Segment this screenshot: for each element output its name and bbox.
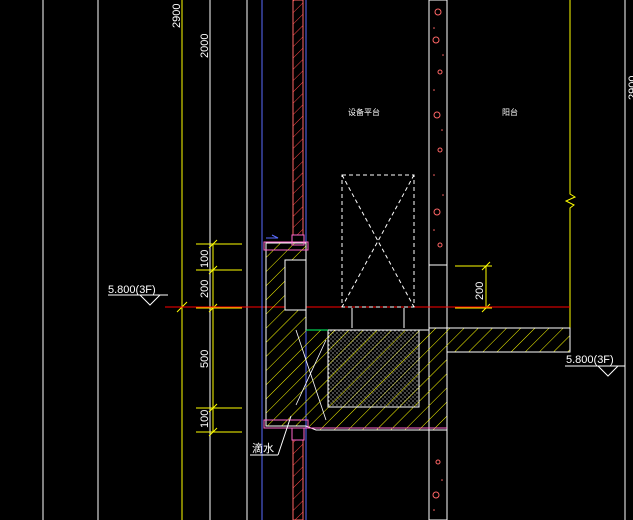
dim-2000: 2000 bbox=[199, 34, 211, 58]
brick-wall-lower bbox=[292, 439, 304, 520]
dim-200: 200 bbox=[199, 280, 211, 298]
right-column bbox=[428, 0, 448, 266]
dim-2900-left: 2900 bbox=[171, 4, 183, 28]
dim-100-top: 100 bbox=[199, 250, 211, 268]
level-label-right: 5.800(3F) bbox=[566, 354, 614, 366]
break-mark bbox=[564, 190, 577, 212]
equipment-unit bbox=[341, 174, 415, 308]
dim-100-bottom: 100 bbox=[199, 410, 211, 428]
column-aggregate bbox=[432, 8, 443, 499]
outline-lines bbox=[42, 0, 626, 520]
infill-block bbox=[327, 329, 420, 408]
brick-wall-upper bbox=[292, 0, 304, 236]
dim-200-right: 200 bbox=[474, 282, 486, 300]
level-label-left: 5.800(3F) bbox=[108, 284, 156, 296]
arrow-mark bbox=[266, 234, 279, 239]
rebar-lines bbox=[295, 329, 327, 421]
level-marker-right: 5.800(3F) bbox=[565, 354, 625, 377]
room-label-equipment-platform: 设备平台 bbox=[348, 107, 380, 117]
left-dimension-chain bbox=[176, 0, 242, 520]
finish-outlines bbox=[263, 234, 447, 441]
concrete-inner-void bbox=[284, 259, 307, 311]
room-label-balcony: 阳台 bbox=[502, 107, 518, 117]
column-dots bbox=[433, 27, 444, 511]
right-dimension bbox=[455, 261, 492, 313]
dim-2900-right: 2900 bbox=[627, 76, 633, 100]
drip-label: 滴水 bbox=[252, 441, 274, 455]
drip-leader bbox=[277, 415, 292, 456]
level-marker-left: 5.800(3F) bbox=[108, 284, 168, 306]
dim-500: 500 bbox=[199, 350, 211, 368]
